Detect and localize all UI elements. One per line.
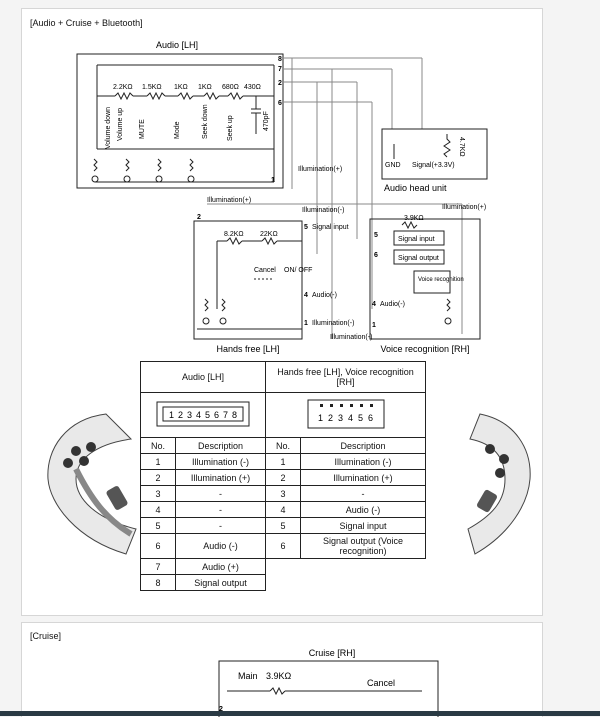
svg-text:470pF: 470pF [263, 111, 270, 131]
hands-free-label: Hands free [LH] [216, 344, 279, 354]
svg-text:3.9KΩ: 3.9KΩ [404, 215, 424, 222]
pin-label: 1 [271, 177, 275, 184]
connector-image: 1 2 3 4 5 6 [265, 392, 426, 438]
steering-wheel-right-image [467, 413, 531, 555]
svg-text:5: 5 [205, 410, 210, 420]
svg-text:3: 3 [187, 410, 192, 420]
svg-text:1KΩ: 1KΩ [174, 84, 188, 91]
svg-text:Seek down: Seek down [202, 104, 209, 139]
svg-text:5: 5 [304, 224, 308, 231]
svg-text:3.9KΩ: 3.9KΩ [266, 671, 292, 681]
svg-text:4: 4 [196, 410, 201, 420]
cruise-panel: [Cruise] Cruise [RH] Main 3.9KΩ Cancel 2 [21, 622, 543, 717]
illum-plus-label: Illumination(+) [298, 166, 342, 173]
pin-label: 2 [278, 80, 282, 87]
connector-pin-table: Audio [LH] Hands free [LH], Voice recogn… [140, 361, 426, 591]
svg-text:22KΩ: 22KΩ [260, 231, 278, 238]
audio-lh-label: Audio [LH] [156, 40, 198, 50]
svg-text:6: 6 [214, 410, 219, 420]
svg-text:7: 7 [223, 410, 228, 420]
svg-text:Mode: Mode [174, 121, 181, 139]
svg-text:2: 2 [178, 410, 183, 420]
cruise-diagram: Cruise [RH] Main 3.9KΩ Cancel 2 [218, 648, 439, 717]
svg-text:5: 5 [374, 232, 378, 239]
svg-text:1: 1 [372, 322, 376, 329]
panel-title: [Cruise] [30, 631, 62, 641]
pin-label: 7 [278, 66, 282, 73]
svg-text:Illumination(-): Illumination(-) [312, 320, 354, 327]
svg-text:2: 2 [328, 413, 333, 423]
svg-text:1: 1 [169, 410, 174, 420]
svg-text:2.2KΩ: 2.2KΩ [113, 84, 133, 91]
svg-text:4: 4 [304, 292, 308, 299]
cruise-label: Cruise [RH] [309, 648, 356, 658]
svg-text:Illumination(+): Illumination(+) [207, 197, 251, 204]
svg-text:Cancel: Cancel [367, 678, 395, 688]
svg-text:Seek up: Seek up [227, 115, 234, 141]
svg-text:Main: Main [238, 671, 258, 681]
panel-title: [Audio + Cruise + Bluetooth] [30, 18, 143, 28]
svg-text:Signal input: Signal input [398, 236, 435, 243]
svg-text:3: 3 [338, 413, 343, 423]
svg-text:Audio(-): Audio(-) [312, 292, 337, 299]
svg-text:Signal output: Signal output [398, 255, 439, 262]
svg-text:ON/ OFF: ON/ OFF [284, 267, 312, 274]
svg-text:GND: GND [385, 162, 401, 169]
svg-text:8.2KΩ: 8.2KΩ [224, 231, 244, 238]
svg-text:1: 1 [304, 320, 308, 327]
svg-text:6: 6 [374, 252, 378, 259]
svg-text:Audio(-): Audio(-) [380, 301, 405, 308]
svg-text:Illumination(-): Illumination(-) [330, 334, 372, 341]
svg-text:Volume up: Volume up [117, 108, 124, 141]
svg-text:4: 4 [348, 413, 353, 423]
svg-text:6: 6 [368, 413, 373, 423]
illum-minus-label: Illumination(-) [302, 207, 344, 214]
pin-label: 8 [278, 56, 282, 63]
svg-text:2: 2 [219, 706, 223, 713]
bottom-bar [0, 711, 600, 716]
svg-text:4.7KΩ: 4.7KΩ [458, 137, 465, 157]
svg-text:5: 5 [358, 413, 363, 423]
svg-text:1: 1 [318, 413, 323, 423]
svg-text:Voice recognition: Voice recognition [418, 277, 464, 283]
svg-text:1.5KΩ: 1.5KΩ [142, 84, 162, 91]
svg-text:1KΩ: 1KΩ [198, 84, 212, 91]
svg-text:8: 8 [232, 410, 237, 420]
svg-text:2: 2 [197, 214, 201, 221]
head-unit-label: Audio head unit [384, 183, 447, 193]
svg-text:Cancel: Cancel [254, 267, 276, 274]
voice-recognition-label: Voice recognition [RH] [380, 344, 469, 354]
table-row: 3- 3- [140, 485, 426, 502]
connector-image: 1 2 3 4 5 6 7 8 [140, 392, 266, 438]
svg-text:Illumination(+): Illumination(+) [442, 204, 486, 211]
steering-wheel-left-image [47, 413, 137, 555]
table-header: Audio [LH] [140, 361, 266, 393]
svg-text:430Ω: 430Ω [244, 84, 261, 91]
svg-text:4: 4 [372, 301, 376, 308]
svg-text:680Ω: 680Ω [222, 84, 239, 91]
pin-label: 6 [278, 100, 282, 107]
audio-cruise-bluetooth-panel: [Audio + Cruise + Bluetooth] Audio [LH] … [21, 8, 543, 616]
wiring-diagram: Audio [LH] 8 7 2 6 1 2.2KΩ 1.5KΩ 1KΩ 1KΩ… [76, 40, 488, 354]
svg-text:Signal(+3.3V): Signal(+3.3V) [412, 162, 455, 169]
svg-text:Volume down: Volume down [105, 107, 112, 149]
svg-text:MUTE: MUTE [139, 119, 146, 139]
table-header: Hands free [LH], Voice recognition [RH] [265, 361, 426, 393]
svg-text:Signal input: Signal input [312, 224, 349, 231]
